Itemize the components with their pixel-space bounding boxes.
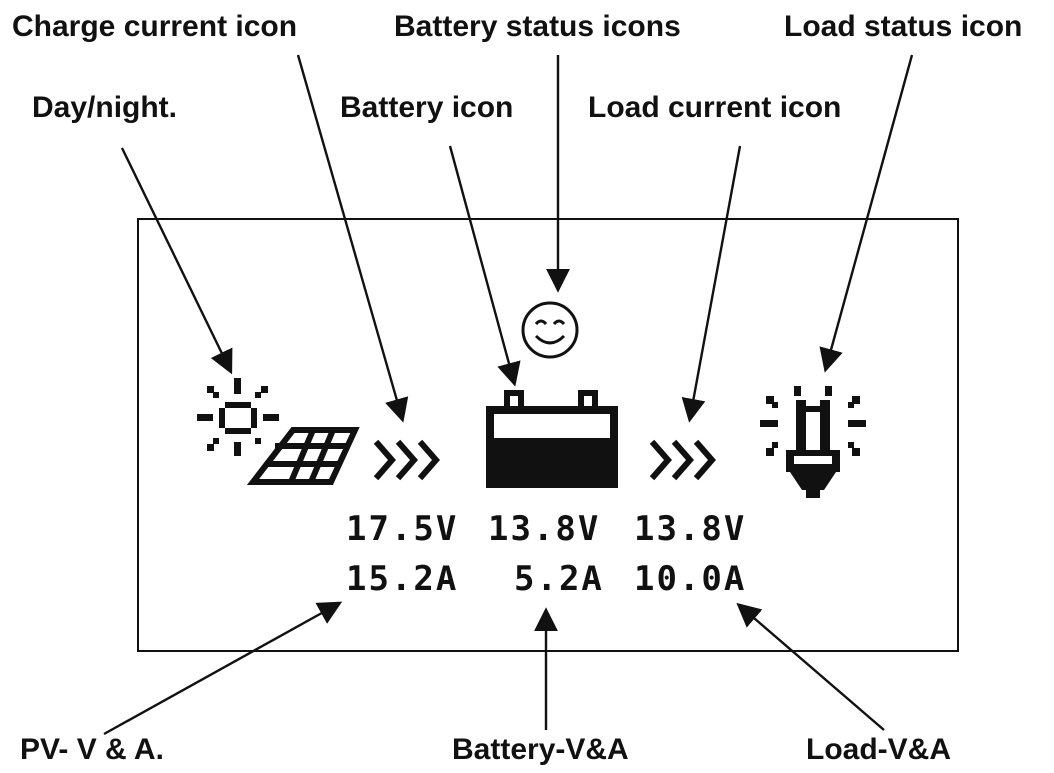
battery-current-readout: 5.2A <box>514 559 604 599</box>
load-current-chevron-icon <box>649 439 716 481</box>
load-current-readout: 10.0A <box>634 559 747 599</box>
label-load-status-icon: Load status icon <box>784 10 1023 43</box>
battery-icon <box>486 390 618 488</box>
sun-solar-panel-icon <box>197 378 360 485</box>
pv-voltage-readout: 17.5V <box>346 509 459 549</box>
label-load-va: Load-V&A <box>806 733 951 766</box>
label-day-night: Day/night. <box>32 91 178 124</box>
label-charge-current-icon: Charge current icon <box>12 10 298 43</box>
lcd-display-frame <box>137 218 959 652</box>
battery-voltage-readout: 13.8V <box>488 509 601 549</box>
label-load-current-icon: Load current icon <box>588 91 842 124</box>
label-pv-va: PV- V & A. <box>20 733 164 766</box>
label-battery-icon: Battery icon <box>340 91 514 124</box>
label-battery-va: Battery-V&A <box>452 733 629 766</box>
label-battery-status-icons: Battery status icons <box>394 10 681 43</box>
light-bulb-icon <box>760 386 866 498</box>
charge-current-chevron-icon <box>373 439 440 481</box>
pv-current-readout: 15.2A <box>346 559 459 599</box>
smiley-face-icon <box>521 301 579 359</box>
load-voltage-readout: 13.8V <box>634 509 747 549</box>
